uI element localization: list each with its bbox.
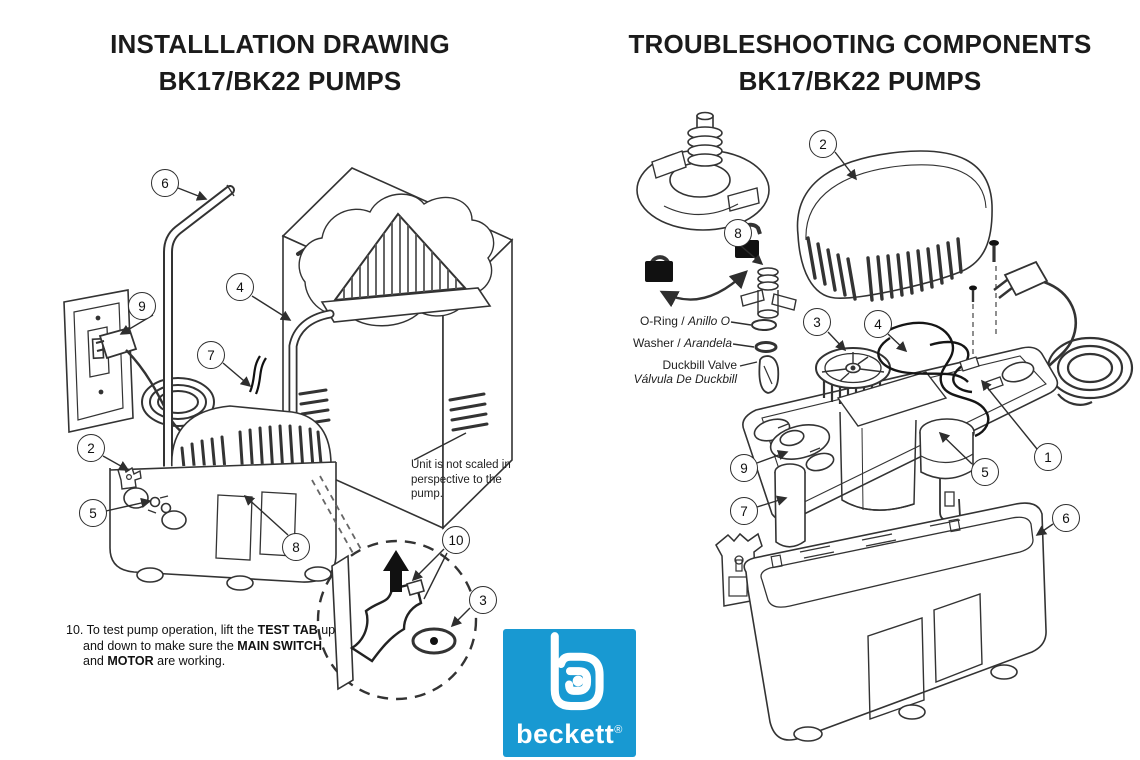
o-ring-label: O-Ring / Anillo O [540,314,730,329]
washer-label-en: Washer / [633,336,684,350]
instruction-test-tab: TEST TAB [257,623,318,637]
instruction-main-switch: MAIN SWITCH [237,638,322,653]
beckett-b-mark-icon [550,632,604,711]
left-leader-lines [102,187,471,628]
left-title-line2: BK17/BK22 PUMPS [158,66,402,96]
o-ring [751,319,777,331]
checkvalve-fitting [636,111,770,231]
drain-tube [288,309,335,467]
instruction-seg: are working. [153,654,226,668]
lift-up-arrow-icon [383,550,409,592]
stand-pipe [774,463,806,548]
callout-5-inlet: 5 [79,499,107,527]
washer-label-es: Arandela [683,336,732,350]
callout-1-deck: 1 [1034,443,1062,471]
callout-9-plug: 9 [128,292,156,320]
condensate-pump [109,355,337,591]
rotate-arrow-icon [659,270,748,308]
right-panel-title: TROUBLESHOOTING COMPONENTS BK17/BK22 PUM… [600,26,1120,100]
duckbill-label-es: Válvula De Duckbill [633,371,737,386]
registered-mark: ® [614,724,623,736]
barb-connector [687,111,723,167]
callout-10-test-tab: 10 [442,526,470,554]
callout-8-pump-body: 8 [282,533,310,561]
callout-2-bracket: 2 [77,434,105,462]
test-instruction: 10. To test pump operation, lift the TES… [66,623,343,670]
callout-7-stand-pipe: 7 [730,497,758,525]
o-ring-label-en: O-Ring / [639,314,688,328]
duckbill-label-en: Duckbill Valve [662,358,737,372]
right-leader-lines [730,151,1054,536]
motor-cover [796,150,999,334]
instruction-seg: and [83,654,108,668]
instruction-seg: up and down to make sure the [83,623,336,653]
beckett-brand-text: beckett [516,719,615,749]
cover-screw [989,240,999,334]
instruction-motor: MOTOR [107,654,154,668]
o-ring-label-es: Anillo O [687,314,730,328]
instruction-seg: 10. To test pump operation, lift the [66,623,258,637]
scale-note: Unit is not scaled in perspective to the… [411,459,511,500]
discharge-tube [163,184,235,475]
washer [754,341,778,353]
callout-6-tank: 6 [1052,504,1080,532]
right-title-line2: BK17/BK22 PUMPS [738,66,982,96]
callout-3-impeller: 3 [803,308,831,336]
callout-2-motor-cover: 2 [809,130,837,158]
beckett-logo: beckett® [503,629,636,757]
callout-4-wiring: 4 [864,310,892,338]
washer-label: Washer / Arandela [540,336,732,351]
tank [743,502,1047,742]
duckbill-label: Duckbill Valve Válvula De Duckbill [545,358,737,386]
left-diagram-artwork [63,167,514,701]
impeller [815,347,891,406]
left-title-line1: INSTALLLATION DRAWING [110,29,450,59]
locked-padlock-icon [645,255,673,282]
callout-8-duckbill: 8 [724,219,752,247]
right-title-line1: TROUBLESHOOTING COMPONENTS [628,29,1092,59]
left-panel-title: INSTALLLATION DRAWING BK17/BK22 PUMPS [30,26,530,100]
deck-assembly [742,285,1059,522]
duckbill-valve [758,355,780,394]
test-tab-detail-circle [316,539,478,701]
duckbill-valve-assembly [740,267,797,394]
callout-4-drain-tube: 4 [226,273,254,301]
terminal-screw [969,285,977,356]
callout-3-grommet: 3 [469,586,497,614]
wall-outlet [63,289,134,433]
right-diagram-artwork [636,111,1134,742]
callout-6-discharge-tube: 6 [151,169,179,197]
callout-7-wires: 7 [197,341,225,369]
beckett-wordmark: beckett® [516,717,623,748]
float-switch [919,418,975,521]
power-cord [993,260,1134,406]
callout-5-float: 5 [971,458,999,486]
pump-motor-body [836,371,948,511]
callout-9-cover-plate: 9 [730,454,758,482]
detail-pointer-beam [311,475,368,565]
